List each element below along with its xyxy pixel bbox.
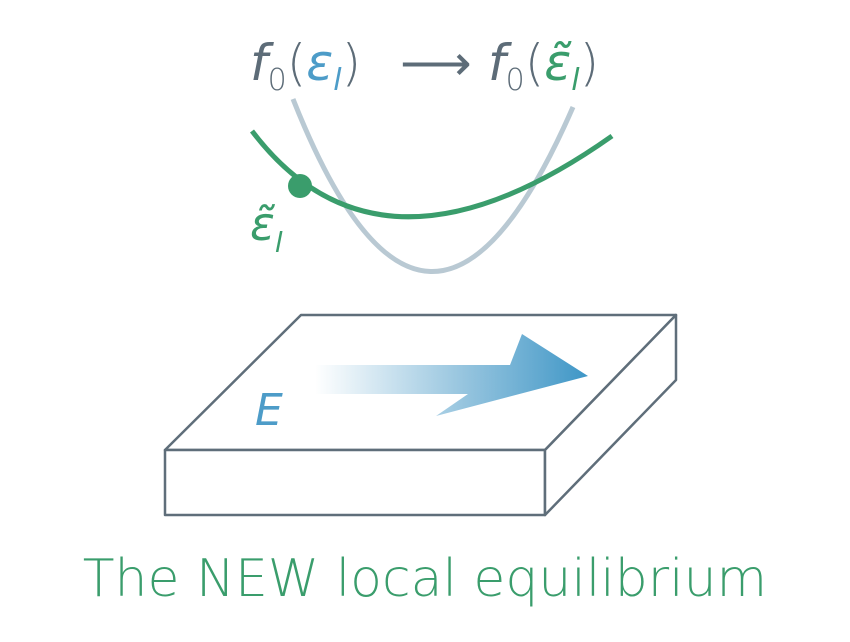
diagram-title: The NEW local equilibrium	[83, 549, 767, 609]
slab-side-face	[543, 313, 678, 517]
equation: f0(εl) ⟶ f0(ε̃l)	[250, 34, 599, 98]
material-slab	[163, 313, 678, 517]
field-label: E	[255, 385, 283, 436]
old-energy-band	[290, 98, 576, 274]
new-energy-band	[250, 129, 614, 220]
point-label: ε̃l	[250, 197, 283, 259]
electric-field-arrow	[315, 334, 588, 416]
energy-point	[288, 174, 312, 198]
slab-front-face	[163, 448, 547, 517]
